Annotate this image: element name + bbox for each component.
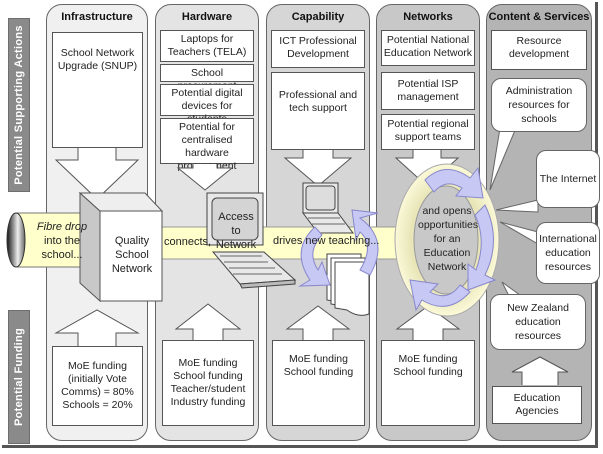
row-label-supporting-actions: Potential Supporting Actions xyxy=(8,18,30,192)
row-label-funding: Potential Funding xyxy=(8,310,30,444)
column-title: Networks xyxy=(403,11,453,23)
column-title: Content & Services xyxy=(488,11,590,23)
bubble-admin-resources: Administration resources for schools xyxy=(491,78,587,132)
funding-box-capability: MoE funding School funding xyxy=(272,340,365,426)
small-laptop-icon xyxy=(302,182,354,234)
funding-box-networks: MoE funding School funding xyxy=(381,340,475,426)
fibre-drop-label-italic: Fibre drop xyxy=(36,221,88,233)
action-box-isp: Potential ISP management xyxy=(381,72,475,110)
network-cycle xyxy=(394,163,500,317)
bubble-tail-admin xyxy=(489,127,517,191)
action-box-ict-pd: ICT Professional Development xyxy=(271,30,365,68)
action-box-snup: School Network Upgrade (SNUP) xyxy=(52,32,143,148)
action-box-tela: Laptops for Teachers (TELA) xyxy=(160,30,254,62)
funding-box-hardware: MoE funding School funding Teacher/stude… xyxy=(162,340,254,426)
education-network-label: and opens opportunities for an Education… xyxy=(418,205,479,273)
bubble-internet: The Internet xyxy=(536,150,600,208)
column-title: Capability xyxy=(291,11,345,23)
cycle-arrows-capability-icon xyxy=(298,209,379,287)
column-title: Hardware xyxy=(181,11,233,23)
connects-label: connects, xyxy=(164,236,212,248)
funding-box-infrastructure: MoE funding (initially Vote Comms) = 80%… xyxy=(52,346,143,426)
up-arrow-education-agencies xyxy=(511,356,569,385)
bubble-tail-international xyxy=(499,221,539,245)
bubble-tail-internet xyxy=(495,199,539,213)
down-arrow-capability xyxy=(283,150,353,187)
funding-box-education-agencies: Education Agencies xyxy=(492,386,582,424)
fibre-drop-label: Fibre drop into the school... xyxy=(32,220,92,262)
access-to-network-label: Access to Network xyxy=(215,211,257,251)
down-arrow-hardware xyxy=(176,164,234,191)
action-box-regional-support: Potential regional support teams xyxy=(381,114,475,150)
up-arrow-capability xyxy=(285,305,351,340)
up-arrow-infrastructure xyxy=(54,309,140,346)
fibre-drop-label-rest: into the school... xyxy=(41,235,83,261)
action-box-resource-development: Resource development xyxy=(491,30,587,70)
action-box-tech-support: Professional and tech support xyxy=(271,72,365,150)
drives-new-teaching-label: drives new teaching... xyxy=(273,235,380,247)
laptop-icon xyxy=(206,192,297,289)
bubble-international-resources: International education resources xyxy=(536,222,600,284)
up-arrow-hardware xyxy=(174,303,242,340)
network-cube-icon xyxy=(78,191,164,303)
quality-school-network-label: Quality School Network xyxy=(111,235,153,275)
action-box-nen: Potential National Education Network xyxy=(381,30,475,66)
column-title: Infrastructure xyxy=(61,11,133,23)
cycle-arrow-top-icon xyxy=(424,166,484,199)
documents-icon xyxy=(326,253,370,316)
pipe-opening-icon xyxy=(6,212,26,268)
bubble-nz-resources: New Zealand education resources xyxy=(490,294,586,350)
down-arrow-infrastructure xyxy=(54,148,140,200)
cycle-arrow-bottom-icon xyxy=(409,279,471,312)
